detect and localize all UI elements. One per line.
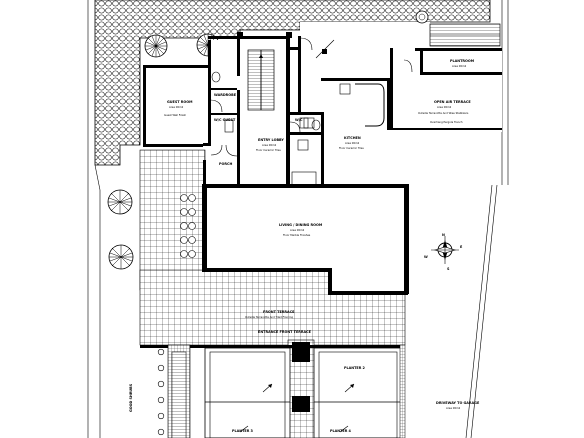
bathroom-fixtures <box>211 71 321 133</box>
front-terrace-note: Outside Terracotta And Tiled Flooring <box>245 315 293 319</box>
plantroom-area: Area 00m2 <box>452 64 467 68</box>
terrace-note2: Overhang Pergola Trench <box>430 120 463 124</box>
planter4-title: PLANTER 4 <box>330 429 352 433</box>
guest-room-title: GUEST ROOM <box>167 100 193 104</box>
garden-title: GOOD SHRUBS <box>129 383 133 412</box>
living-note: Floor Marble Finishes <box>283 233 311 237</box>
staircase <box>247 49 275 111</box>
living-area: Area 00m2 <box>290 228 305 232</box>
plant-left-2-icon <box>108 244 134 270</box>
entry-lobby-area: Area 00m2 <box>262 143 277 147</box>
compass-w: W <box>424 255 428 259</box>
compass-n: N <box>442 233 445 237</box>
porch-title: PORCH <box>219 162 232 166</box>
kitchen-note: Floor Ceramic Tiles <box>339 146 364 150</box>
kitchen-area: Area 00m2 <box>345 141 360 145</box>
plantroom-title: PLANTROOM <box>450 59 475 63</box>
room-labels: GUEST ROOM Area 00m2 Guest Wall Finish W… <box>164 59 480 433</box>
plot-boundary <box>87 0 509 438</box>
kitchen-title: KITCHEN <box>344 136 361 140</box>
front-terrace-title: FRONT TERRACE <box>263 310 295 314</box>
entry-lobby-title: ENTRY LOBBY <box>258 138 284 142</box>
wardrobe-title: WARDROBE <box>214 93 237 97</box>
plant-left-1-icon <box>107 189 133 215</box>
compass-rose-icon <box>431 236 459 264</box>
planter3-title: PLANTER 3 <box>232 429 254 433</box>
terrace-title: OPEN AIR TERRACE <box>434 100 471 104</box>
planter2-title: PLANTER 2 <box>344 366 366 370</box>
stone-garden <box>94 0 491 191</box>
garden-lamp-icon <box>415 10 429 24</box>
living-title: LIVING / DINING ROOM <box>279 223 323 227</box>
driveway-area: Area 00m2 <box>446 406 461 410</box>
terrace-area: Area 00m2 <box>437 105 452 109</box>
house-interior <box>146 38 502 270</box>
doors <box>209 37 413 157</box>
entry-lobby-note: Floor Ceramic Tiles <box>256 148 281 152</box>
plant-top-left-icon <box>144 34 168 58</box>
driveway-title: DRIVEWAY TO GARAGE <box>436 401 480 405</box>
pathway-title: ENTRANCE FRONT TERRACE <box>258 330 312 334</box>
compass-s: S <box>447 267 450 271</box>
wc-title: W/C <box>295 118 303 122</box>
guest-room-note: Guest Wall Finish <box>164 113 186 117</box>
bollard-lights <box>180 194 196 258</box>
planters <box>204 342 403 438</box>
walls <box>140 23 502 348</box>
guest-room-area: Area 00m2 <box>169 105 184 109</box>
terrace-note: Outside Terracotta And Wise Stablizers <box>418 111 469 115</box>
lower-side-strips <box>157 344 406 438</box>
compass-e: E <box>460 245 463 249</box>
wc-guest-title: W/C GUEST <box>214 118 236 122</box>
